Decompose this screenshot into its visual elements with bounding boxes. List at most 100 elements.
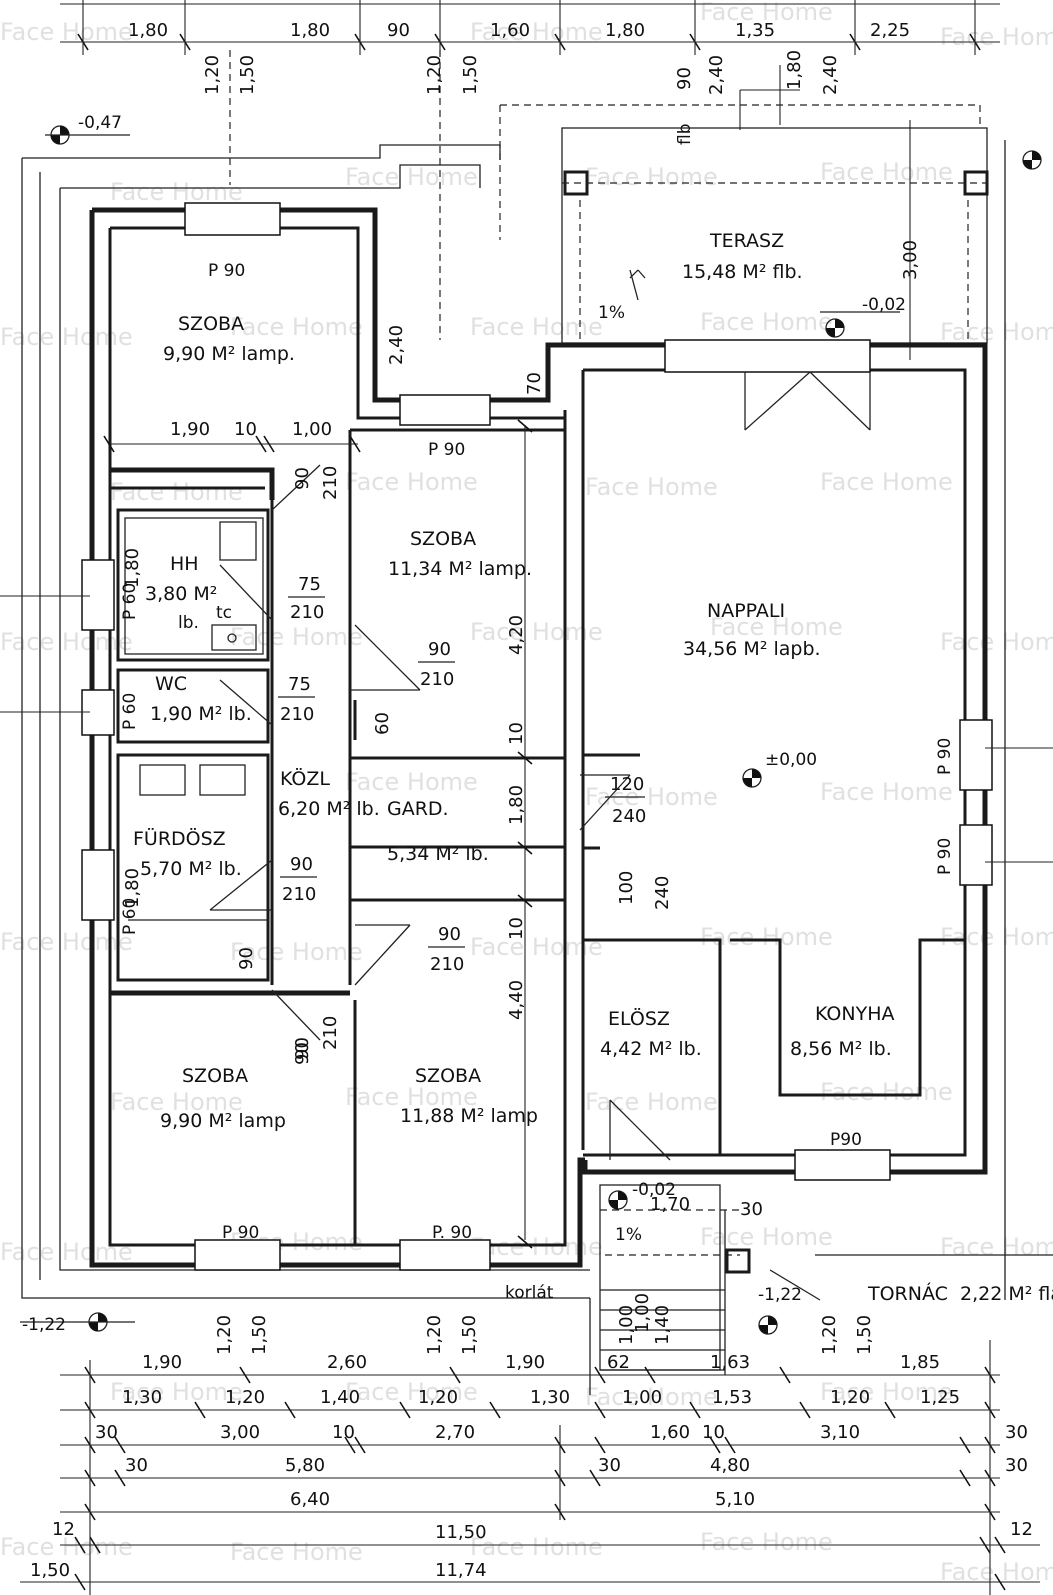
watermark: Face Home xyxy=(0,18,133,46)
watermark: Face Home xyxy=(940,923,1053,951)
dim-label: 1,80 xyxy=(122,868,143,908)
door-height: 210 xyxy=(320,466,341,500)
room-name-kozl: KÖZL xyxy=(280,767,330,790)
elevation-marker: -0,47 xyxy=(45,113,130,145)
dim-label: 1,80 xyxy=(290,20,330,41)
dim-label: 1,50 xyxy=(30,1560,70,1581)
watermark: Face Home xyxy=(585,783,718,811)
room-name-hh: HH xyxy=(170,553,199,575)
dim-label: 10 xyxy=(506,917,527,940)
window xyxy=(194,1239,281,1271)
opening-label: P90 xyxy=(830,1130,862,1150)
watermark: Face Home xyxy=(820,1378,953,1406)
watermark: Face Home xyxy=(940,318,1053,346)
window xyxy=(959,824,993,886)
dim-label: 10 xyxy=(332,1422,355,1443)
dim-label: 11,50 xyxy=(435,1522,487,1543)
dim-label: 30 xyxy=(1005,1422,1028,1443)
dim-label: 1,90 xyxy=(142,1352,182,1373)
dim-label: 2,40 xyxy=(706,55,727,95)
room-name-gard: GARD. xyxy=(387,798,449,820)
dim-label: 1,40 xyxy=(652,1305,673,1345)
dim-label: 1,50 xyxy=(237,55,258,95)
watermark: Face Home xyxy=(940,1233,1053,1261)
room-area-wc: 1,90 M² lb. xyxy=(150,703,252,725)
door-height: 210 xyxy=(290,602,324,623)
elevation-marker: -0,02 xyxy=(820,295,906,338)
dim-label: 4,40 xyxy=(506,980,527,1020)
dim-label: 62 xyxy=(607,1352,630,1373)
svg-text:-0,02: -0,02 xyxy=(862,295,906,315)
dim-label: 1,80 xyxy=(506,785,527,825)
opening-label: P 60 xyxy=(120,898,140,935)
room-name-elosz: ELÖSZ xyxy=(608,1007,670,1030)
dim-label: 1,70 xyxy=(650,1194,690,1215)
window xyxy=(399,394,491,426)
watermark: Face Home xyxy=(110,1378,243,1406)
dim-label: 70 xyxy=(524,372,545,395)
site-outline xyxy=(21,104,1053,1395)
dim-label: 90 xyxy=(387,20,410,41)
watermark: Face Home xyxy=(110,178,243,206)
watermark: Face Home xyxy=(470,18,603,46)
bottom-dimensions: 1,20 1,50 1,20 1,50 1,20 1,50 1,00 1,40 … xyxy=(20,1305,1040,1595)
dim-label: 1,20 xyxy=(202,55,223,95)
dim-label: 1,20 xyxy=(424,1315,445,1355)
watermark: Face Home xyxy=(0,928,133,956)
room-name-nappali: NAPPALI xyxy=(707,600,785,622)
dim-label: 1,20 xyxy=(418,1387,458,1408)
watermark: Face Home xyxy=(110,478,243,506)
door-width: 90 xyxy=(292,1042,313,1065)
opening-label: P 90 xyxy=(935,838,955,875)
watermark: Face Home xyxy=(0,323,133,351)
door-height: 210 xyxy=(320,1016,341,1050)
svg-text:±0,00: ±0,00 xyxy=(765,750,817,770)
dim-label: 1,50 xyxy=(459,1315,480,1355)
dim-label: 1,35 xyxy=(735,20,775,41)
watermark: Face Home xyxy=(470,618,603,646)
door-width: 100 xyxy=(616,871,637,905)
watermark: Face Home xyxy=(470,313,603,341)
watermark: Face Home xyxy=(230,623,363,651)
watermark: Face Home xyxy=(820,158,953,186)
room-name-szoba-mid: SZOBA xyxy=(410,528,476,550)
room-name-wc: WC xyxy=(155,673,187,695)
dim-label: 1,50 xyxy=(854,1315,875,1355)
watermark: Face Home xyxy=(345,1083,478,1111)
door-height: 210 xyxy=(280,704,314,725)
watermark: Face Home xyxy=(470,933,603,961)
dim-label: 30 xyxy=(1005,1455,1028,1476)
room-name-szoba-nw: SZOBA xyxy=(178,313,244,335)
dim-label: 1,90 xyxy=(170,419,210,440)
dim-label: 3,00 xyxy=(220,1422,260,1443)
window xyxy=(399,1239,491,1271)
watermark: Face Home xyxy=(0,1533,133,1561)
windows xyxy=(81,202,993,1271)
dim-label: 10 xyxy=(506,722,527,745)
dim-label: 30 xyxy=(598,1455,621,1476)
watermark: Face Home xyxy=(230,313,363,341)
opening-label: P 90 xyxy=(935,738,955,775)
room-area-furdosz: 5,70 M² lb. xyxy=(140,858,242,880)
opening-label: P 60 xyxy=(120,693,140,730)
dim-label: 1,30 xyxy=(122,1387,162,1408)
dim-label: 1,80 xyxy=(605,20,645,41)
dim-label: 3,10 xyxy=(820,1422,860,1443)
elevation-marker: -0,02 xyxy=(608,1180,676,1210)
dim-label: 10 xyxy=(702,1422,725,1443)
dim-label: 1,00 xyxy=(292,419,332,440)
watermark: Face Home xyxy=(820,468,953,496)
elevation-marker: -1,22 xyxy=(758,1269,821,1335)
dim-label: 1,53 xyxy=(712,1387,752,1408)
dim-label: 2,70 xyxy=(435,1422,475,1443)
terrace: TERASZ 15,48 M² flb. 1% flb xyxy=(561,124,989,344)
dim-label: 6,40 xyxy=(290,1489,330,1510)
dim-label: 10 xyxy=(234,419,257,440)
dim-label: 2,25 xyxy=(870,20,910,41)
room-area-konyha: 8,56 M² lb. xyxy=(790,1038,892,1060)
svg-text:-0,47: -0,47 xyxy=(78,113,122,133)
dim-label: 1,80 xyxy=(122,548,143,588)
dim-label: 1,85 xyxy=(900,1352,940,1373)
dim-label: 12 xyxy=(1010,1519,1033,1540)
